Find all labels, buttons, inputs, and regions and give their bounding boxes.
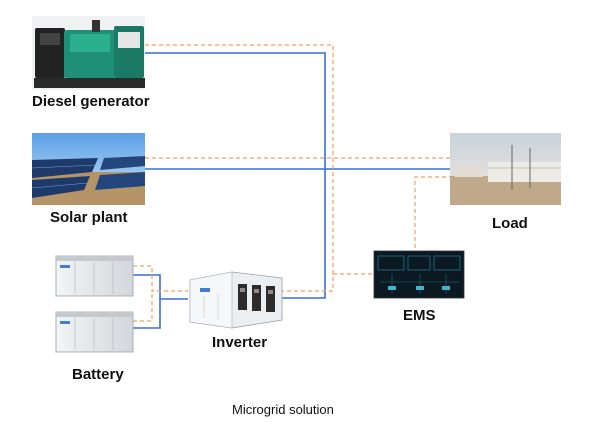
solar-plant-label: Solar plant bbox=[50, 209, 128, 226]
control-line-ems-load bbox=[414, 176, 450, 248]
control-line-battery-top bbox=[133, 265, 188, 292]
ems-label: EMS bbox=[403, 307, 436, 324]
control-line-battery-bottom bbox=[133, 291, 153, 322]
battery-cabinet-top bbox=[55, 255, 134, 297]
control-line-generator bbox=[145, 44, 334, 292]
power-line-battery-top bbox=[133, 274, 188, 300]
battery-cabinet-bottom bbox=[55, 311, 134, 353]
inverter-label: Inverter bbox=[212, 334, 268, 351]
diesel-generator-image bbox=[32, 16, 145, 90]
load-image bbox=[450, 133, 561, 205]
power-line-battery-bottom bbox=[133, 299, 161, 329]
inverter-image bbox=[189, 271, 283, 329]
ems-image bbox=[373, 250, 465, 299]
diesel-generator-label: Diesel generator bbox=[32, 93, 150, 110]
battery-label: Battery bbox=[72, 366, 124, 383]
power-lines bbox=[133, 52, 450, 329]
diagram-caption: Microgrid solution bbox=[232, 402, 334, 417]
load-label: Load bbox=[492, 215, 528, 232]
solar-plant-image bbox=[31, 133, 145, 205]
power-line-generator bbox=[145, 52, 326, 299]
control-lines bbox=[133, 44, 450, 322]
